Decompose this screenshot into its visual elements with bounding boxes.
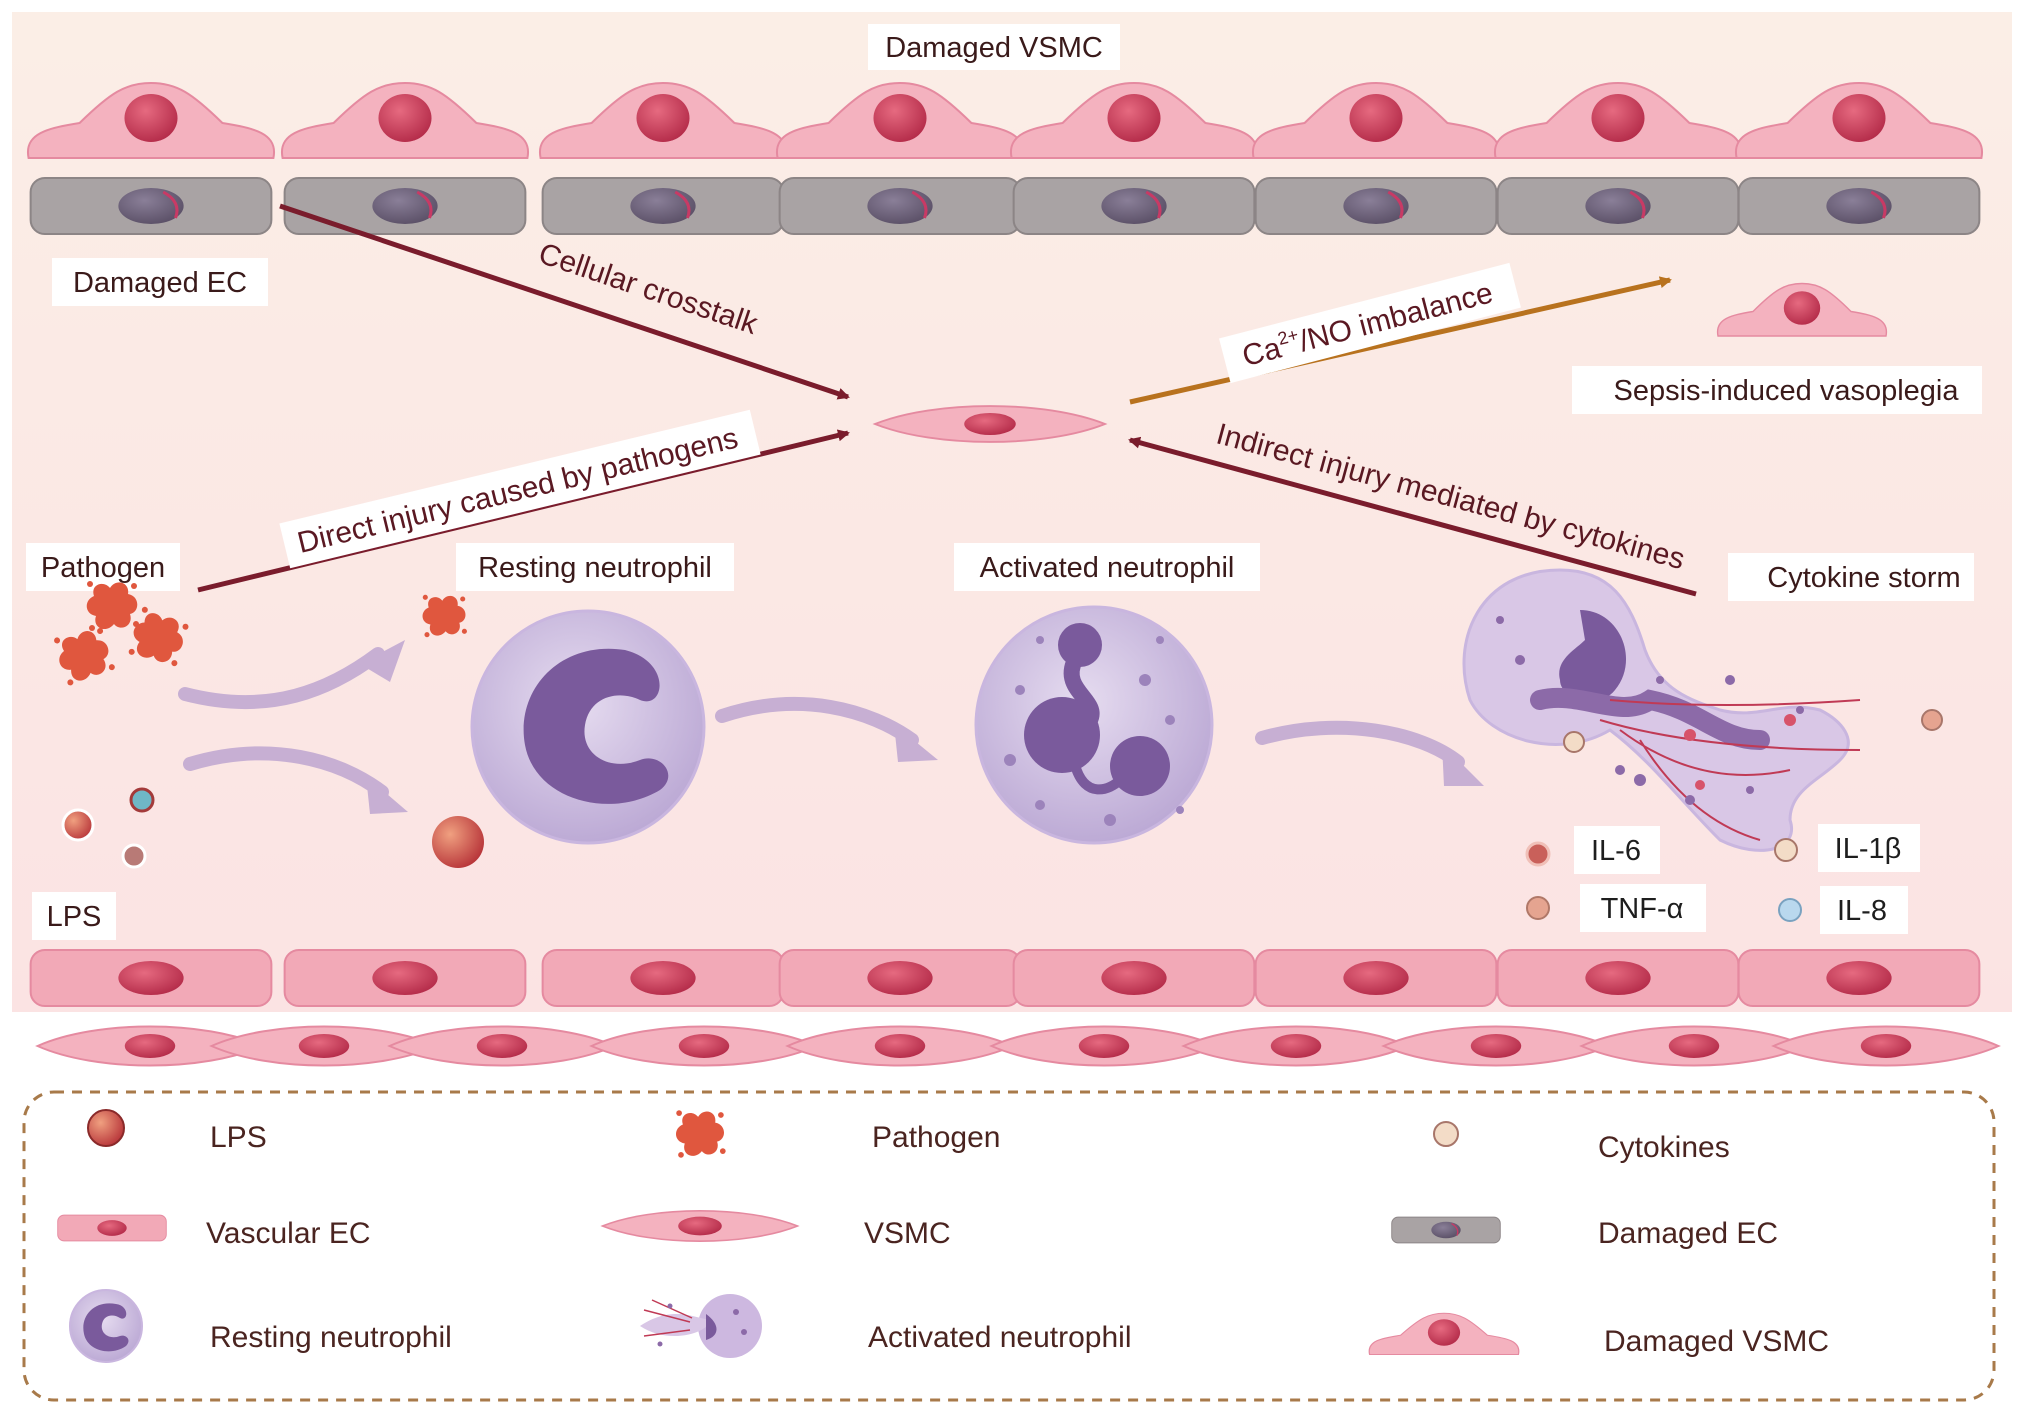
vsmc-icon xyxy=(601,1210,799,1242)
flow-arrowhead xyxy=(366,776,408,814)
il8-label: IL-8 xyxy=(1837,895,1887,927)
activated-label-box xyxy=(954,543,1260,591)
damaged-vsmc-label: Damaged VSMC xyxy=(885,32,1103,64)
damaged-ec-cell xyxy=(778,176,1022,236)
damaged-ec-cell xyxy=(1496,176,1740,236)
indirect-injury-arrow xyxy=(1128,436,1697,597)
flow-arrow xyxy=(183,746,389,799)
damaged-vsmc-icon xyxy=(1368,1312,1520,1356)
il8-label-box xyxy=(1820,886,1908,934)
il6-dot xyxy=(1525,841,1551,867)
lps-label: LPS xyxy=(47,901,102,933)
damaged-vsmc-label-box xyxy=(868,24,1120,70)
vessel-lumen xyxy=(12,12,2012,1012)
vascular-ec-cell xyxy=(29,948,273,1008)
lps-particle xyxy=(121,843,147,869)
legend-damaged-vsmc: Damaged VSMC xyxy=(1604,1325,1829,1358)
vascular-ec-cell xyxy=(1496,948,1740,1008)
il6-label: IL-6 xyxy=(1591,835,1641,867)
damaged-ec-cell xyxy=(29,176,273,236)
lps-icon xyxy=(87,1109,125,1147)
crosstalk-arrow xyxy=(279,203,850,400)
lps-particle xyxy=(61,808,95,842)
vascular-ec-row xyxy=(29,948,1981,1008)
resting-neutrophil-icon xyxy=(69,1289,143,1363)
damaged-ec-row xyxy=(29,176,1981,236)
pathogen-icon xyxy=(675,1110,726,1158)
lps-particle xyxy=(432,816,484,868)
vsmc-row xyxy=(36,1025,2000,1067)
vascular-ec-cell xyxy=(1012,948,1256,1008)
damaged-ec-label: Damaged EC xyxy=(73,267,247,299)
activated-neutrophil-icon xyxy=(640,1294,762,1358)
resting-label-box xyxy=(456,543,734,591)
legend-activated-neutrophil: Activated neutrophil xyxy=(868,1321,1132,1354)
flow-arrow xyxy=(178,647,385,710)
vsmc-cell xyxy=(1382,1025,1610,1067)
legend-pathogen: Pathogen xyxy=(872,1121,1000,1154)
flow-arrowhead xyxy=(894,724,938,762)
vsmc-cell xyxy=(1182,1025,1410,1067)
legend-vascular-ec: Vascular EC xyxy=(206,1217,371,1250)
cytokine-storm-label-box xyxy=(1728,553,1974,601)
activated-neutrophil xyxy=(974,605,1214,845)
il1b-label: IL-1β xyxy=(1835,833,1902,865)
vascular-ec-cell xyxy=(778,948,1022,1008)
ca-no-arrow xyxy=(1129,276,1672,405)
ca-no-label-box xyxy=(1219,262,1521,384)
legend-resting-neutrophil: Resting neutrophil xyxy=(210,1321,452,1354)
flow-arrowhead xyxy=(360,640,405,682)
legend-lps: LPS xyxy=(210,1121,267,1154)
vsmc-cell xyxy=(590,1025,818,1067)
il6-label-box xyxy=(1574,826,1660,874)
sepsis-label-box xyxy=(1572,366,1982,414)
cytokine-particle xyxy=(1563,731,1585,753)
tnfa-label: TNF-α xyxy=(1601,893,1684,925)
tnfa-dot xyxy=(1526,896,1550,920)
vascular-ec-icon xyxy=(57,1214,167,1242)
legend-damaged-ec: Damaged EC xyxy=(1598,1217,1778,1250)
sepsis-label: Sepsis-induced vasoplegia xyxy=(1614,375,1960,407)
damaged-ec-cell xyxy=(1254,176,1498,236)
activated-neutrophil-label: Activated neutrophil xyxy=(980,552,1235,584)
legend-cytokines: Cytokines xyxy=(1598,1131,1730,1164)
netosis-neutrophil xyxy=(1462,568,1861,852)
direct-injury-label-box xyxy=(279,409,761,569)
il1b-dot xyxy=(1774,838,1798,862)
resting-neutrophil-label: Resting neutrophil xyxy=(478,552,712,584)
lps-particle xyxy=(129,787,155,813)
vascular-ec-cell xyxy=(1737,948,1981,1008)
damaged-ec-label-box xyxy=(52,258,268,306)
vsmc-cell xyxy=(1772,1025,2000,1067)
vascular-ec-cell xyxy=(283,948,527,1008)
legend-box xyxy=(22,1090,1996,1402)
pathogen-label-box xyxy=(26,543,180,591)
damaged-ec-cell xyxy=(541,176,785,236)
lps-label-box xyxy=(32,892,116,940)
vsmc-cell xyxy=(786,1025,1014,1067)
cytokines-icon xyxy=(1433,1121,1459,1147)
vsmc-cell xyxy=(388,1025,616,1067)
flow-arrowhead xyxy=(1442,744,1484,786)
cytokine-particle xyxy=(1921,709,1943,731)
legend-vsmc: VSMC xyxy=(864,1217,951,1250)
damaged-ec-cell xyxy=(283,176,527,236)
flow-arrow xyxy=(1255,720,1465,769)
damaged-ec-cell xyxy=(1012,176,1256,236)
tnfa-label-box xyxy=(1580,884,1706,932)
cytokine-storm-label: Cytokine storm xyxy=(1767,562,1960,594)
damaged-ec-cell xyxy=(1737,176,1981,236)
il8-dot xyxy=(1778,898,1802,922)
vascular-ec-cell xyxy=(1254,948,1498,1008)
resting-neutrophil xyxy=(470,609,706,845)
damaged-ec-icon xyxy=(1391,1216,1501,1244)
il1b-label-box xyxy=(1818,824,1920,872)
pathogen-label: Pathogen xyxy=(41,552,165,584)
vascular-ec-cell xyxy=(541,948,785,1008)
